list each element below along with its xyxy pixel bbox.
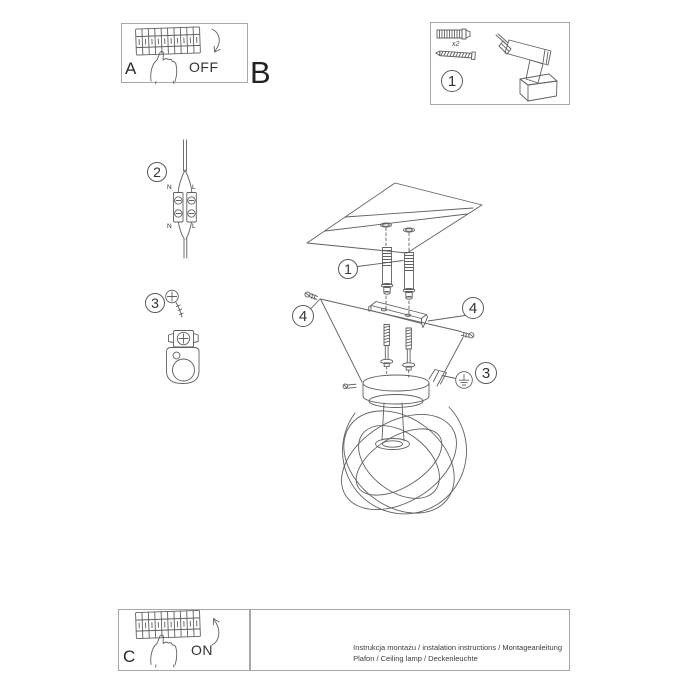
ground-symbol-icon (441, 371, 473, 389)
ground-screw-detail (165, 289, 184, 318)
step-b-label: B (250, 55, 271, 90)
off-label: OFF (189, 59, 219, 75)
step-c-box (118, 609, 250, 671)
wall-plugs-pair (357, 247, 416, 300)
callout-wire-connector: 2 (147, 162, 167, 182)
callout-screw-left: 4 (292, 305, 314, 327)
footer-line-1: Instrukcja montażu / instalation instruc… (353, 643, 562, 652)
callout-tools: 1 (441, 70, 463, 92)
callout-anchors: 1 (338, 259, 358, 279)
step-a-label: A (125, 59, 137, 78)
side-screw-left-leaders (310, 298, 462, 383)
step-c-label: C (123, 647, 136, 666)
bracket-screws-pair (380, 324, 416, 371)
terminal-bottom-n-label: N (167, 223, 172, 230)
terminal-top-l-label: L (192, 184, 196, 191)
tools-box (430, 22, 570, 105)
alignment-dashed-lines (385, 227, 410, 378)
callout-ground-terminal: 3 (475, 362, 497, 384)
side-screw-right-leaders (427, 315, 466, 387)
mounting-bracket (368, 301, 428, 328)
footer-text: Instrukcja montażu / instalation instruc… (353, 642, 562, 664)
footer-box: Instrukcja montażu / instalation instruc… (250, 609, 570, 671)
footer-line-2: Plafon / Ceiling lamp / Deckenleuchte (353, 654, 478, 663)
callout-screw-right: 4 (462, 297, 484, 319)
side-screw-left-icon (304, 291, 318, 300)
terminal-bottom-l-label: L (192, 223, 196, 230)
ceiling-panel (306, 182, 483, 254)
callout-ground-detail: 3 (145, 293, 165, 313)
terminal-top-n-label: N (167, 184, 172, 191)
side-screw-right-icon (460, 331, 475, 339)
lamp-shade (341, 394, 467, 515)
on-label: ON (191, 642, 213, 658)
wire-connector-diagram (173, 139, 197, 259)
anchor-qty-label: x2 (452, 41, 460, 48)
anchors-leader-line (357, 260, 404, 267)
step-a-box (121, 23, 248, 83)
canopy (342, 369, 447, 405)
canopy-bracket-detail (166, 330, 200, 384)
ground-leader-line (441, 375, 457, 379)
